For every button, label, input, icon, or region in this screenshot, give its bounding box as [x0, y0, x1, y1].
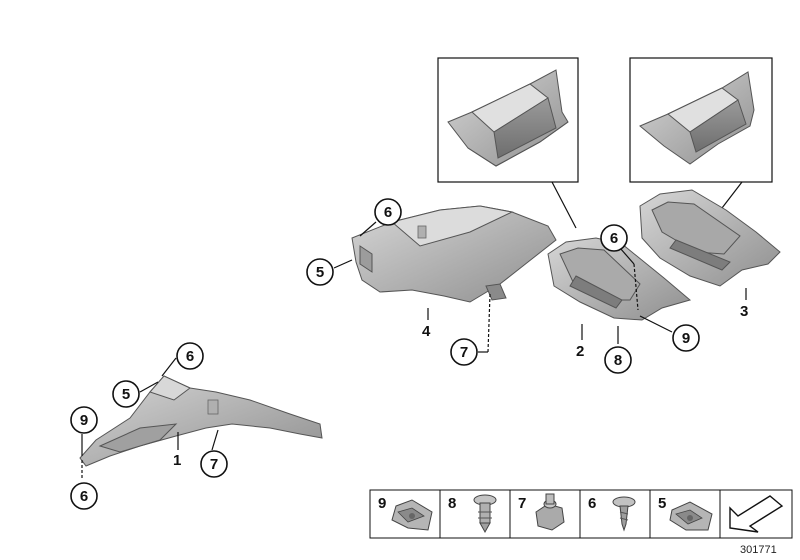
legend-number: 5 [658, 495, 666, 512]
part-number-4: 4 [422, 323, 431, 340]
part-4-image [351, 205, 557, 303]
diagram-number: 301771 [740, 544, 777, 556]
legend-number: 7 [518, 495, 526, 512]
hex-nut-icon [535, 493, 565, 531]
expanding-rivet-icon [473, 494, 497, 534]
callout-number: 7 [210, 456, 218, 473]
callout-number: 9 [682, 330, 690, 347]
callout-number: 5 [316, 264, 324, 281]
callout: 5 [306, 258, 334, 286]
detail-box-left [437, 57, 579, 229]
callout-number: 6 [610, 230, 618, 247]
callout: 6 [600, 224, 628, 252]
callout-number: 5 [122, 386, 130, 403]
callout-number: 8 [614, 352, 622, 369]
legend-number: 8 [448, 495, 456, 512]
fastener-legend: 9 8 7 [369, 489, 793, 539]
callout: 6 [176, 342, 204, 370]
screw-icon [612, 496, 636, 532]
part-number-1: 1 [173, 452, 181, 469]
callout-number: 6 [384, 204, 392, 221]
clip-nut-icon [669, 501, 713, 531]
leader-lines [81, 221, 747, 478]
legend-cell [729, 495, 784, 533]
legend-cell: 5 [658, 495, 713, 531]
legend-cell: 6 [588, 495, 636, 532]
callout: 9 [672, 324, 700, 352]
callout-number: 6 [80, 488, 88, 505]
part-number-2: 2 [576, 343, 584, 360]
legend-cell: 9 [378, 495, 433, 531]
callout: 7 [200, 450, 228, 478]
arrow-icon [729, 495, 784, 533]
callout: 6 [374, 198, 402, 226]
callout: 6 [70, 482, 98, 510]
part-2-image [547, 237, 692, 321]
callout-number: 9 [80, 412, 88, 429]
legend-number: 6 [588, 495, 596, 512]
clip-nut-icon [391, 499, 433, 531]
part-labels: 1 2 3 4 [173, 303, 748, 469]
part-3-image [639, 189, 781, 287]
legend-number: 9 [378, 495, 386, 512]
part-number-3: 3 [740, 303, 748, 320]
detail-box-right [629, 57, 773, 209]
legend-cell: 7 [518, 493, 565, 531]
callout: 7 [450, 338, 478, 366]
callout-number: 6 [186, 348, 194, 365]
callout: 5 [112, 380, 140, 408]
callout: 9 [70, 406, 98, 434]
detail-part-2-image [447, 69, 569, 167]
detail-part-3-image [639, 71, 755, 165]
callout-number: 7 [460, 344, 468, 361]
part-1-image [79, 375, 323, 467]
legend-cell: 8 [448, 494, 497, 534]
callout: 8 [604, 346, 632, 374]
